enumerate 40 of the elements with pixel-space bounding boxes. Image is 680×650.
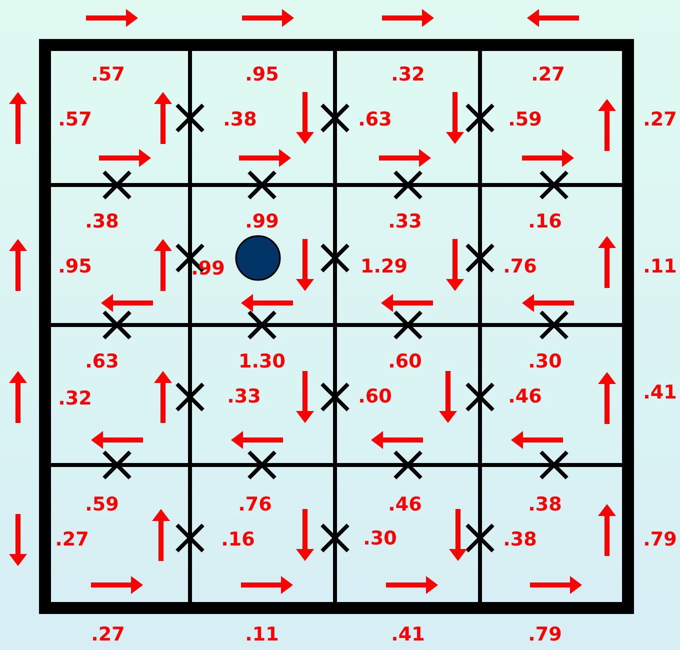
value-label: .38 [528,496,562,514]
value-label: .38 [223,110,257,130]
value-label: 1.29 [360,258,408,276]
value-label: .33 [388,212,422,232]
value-label: .95 [58,258,92,276]
value-label: .95 [245,66,279,84]
value-label: .27 [643,110,677,130]
value-label: 1.30 [238,352,286,372]
value-label: .41 [643,384,677,402]
value-label: .38 [503,530,537,550]
value-label: .11 [245,626,279,644]
value-label: .41 [391,626,425,644]
value-label: .60 [388,352,422,372]
value-label: .79 [528,626,562,644]
value-label: .30 [363,530,397,548]
value-label: .33 [227,388,261,406]
value-label: .32 [391,66,425,84]
value-label: .57 [58,110,92,130]
value-label: .46 [508,388,542,406]
value-label: .76 [238,496,272,514]
value-label: .30 [528,352,562,372]
value-label: .27 [91,626,125,644]
value-label: .27 [531,66,565,84]
value-label: .32 [58,390,92,408]
value-label: .63 [358,110,392,130]
value-label: .27 [55,530,89,550]
value-label: .99 [191,260,225,278]
value-label: .59 [508,110,542,130]
value-label: .57 [91,66,125,84]
value-label: .76 [503,258,537,276]
value-label: .99 [245,212,279,232]
value-label: .11 [643,258,677,276]
value-label: .46 [388,496,422,514]
value-label: .63 [85,352,119,372]
value-label: .16 [221,530,255,550]
value-label: .16 [528,212,562,232]
value-label: .38 [85,212,119,232]
value-label: .59 [85,496,119,514]
value-label: .79 [643,530,677,550]
value-label: .60 [358,388,392,406]
